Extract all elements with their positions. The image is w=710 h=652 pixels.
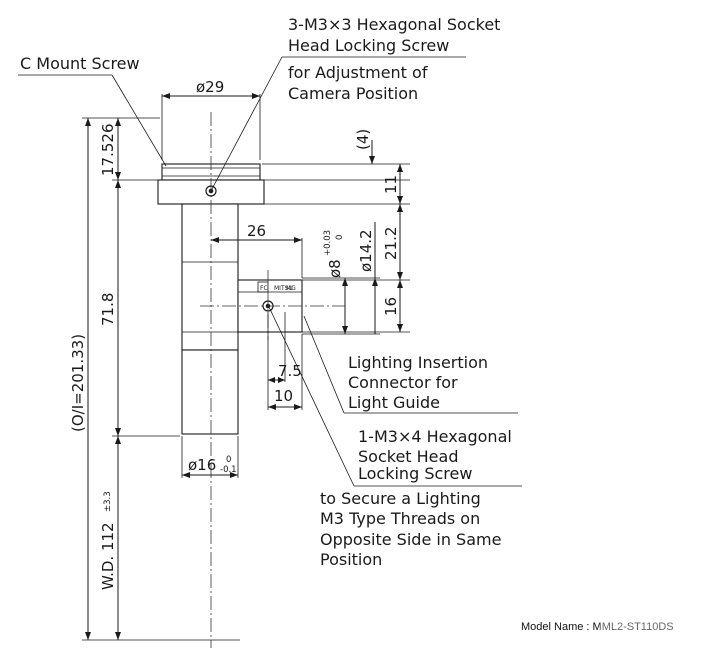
label-lighting-1: Lighting Insertion [348,353,488,372]
label-adjust-1: for Adjustment of [288,63,428,82]
label-v71-8: 71.8 [99,293,117,326]
label-v17-526: 17.526 [99,124,117,177]
mark-mitsu: MITSU [274,285,293,292]
mark-fc: FC [260,285,268,292]
label-adjust-2: Camera Position [288,84,418,103]
label-hex-side-1: 1-M3×4 Hexagonal [358,427,512,446]
callouts: C Mount Screw 3-M3×3 Hexagonal Socket He… [18,15,522,569]
label-v21-2: 21.2 [382,227,400,260]
label-secure-4: Position [320,550,382,569]
main-barrel [181,203,239,351]
label-v11: 11 [382,175,400,194]
label-secure-1: to Secure a Lighting [320,489,481,508]
dim-26: 26 [211,222,303,278]
lens-body: FC MITSU MG [157,163,303,435]
label-v-wd: W.D. 112 [99,522,117,590]
label-d14-2: ø14.2 [357,229,375,272]
label-d8: ø8 [326,259,344,278]
label-d29: ø29 [196,78,224,96]
dim-d8-d14-2: ø8 +0.03 0 ø14.2 [302,222,380,335]
label-d26: 26 [247,222,266,240]
label-d16: ø16 [188,456,216,474]
model-name: Model Name : MML2-ST110DS [521,621,674,633]
label-d8-tol-lower: 0 [335,235,345,240]
label-d8-tol-upper: +0.03 [323,230,333,256]
label-d10: 10 [274,387,293,405]
label-d16-tol-lower: -0.1 [220,465,237,475]
label-hex-top-2: Head Locking Screw [288,36,449,55]
label-d7-5: 7.5 [278,362,302,380]
dim-d16: ø16 0 -0.1 [181,436,239,478]
label-c-mount-screw: C Mount Screw [20,54,140,73]
lower-tube [181,349,239,435]
label-hex-side-3: Locking Screw [358,464,472,483]
label-v4: (4) [354,129,372,150]
label-v-oi: (O/I=201.33) [69,334,87,432]
label-lighting-2: Connector for [348,373,458,392]
label-secure-3: Opposite Side in Same [320,530,501,549]
mark-mg: MG [286,285,296,292]
dim-left-vertical: 17.526 71.8 W.D. 112 ±3.3 (O/I=201.33) [69,117,240,641]
label-d16-tol-upper: 0 [226,455,231,465]
label-secure-2: M3 Type Threads on [320,509,480,528]
label-hex-top-1: 3-M3×3 Hexagonal Socket [288,15,500,34]
label-v-wd-tol: ±3.3 [103,491,113,512]
label-v16: 16 [382,297,400,316]
center-lines [200,112,345,648]
dim-right-vertical: (4) 11 21.2 16 [262,129,410,333]
label-hex-side-2: Socket Head [358,447,458,466]
label-lighting-3: Light Guide [348,393,440,412]
dim-7-5-and-10: 7.5 10 [267,312,303,410]
dim-d29: ø29 [161,78,261,160]
